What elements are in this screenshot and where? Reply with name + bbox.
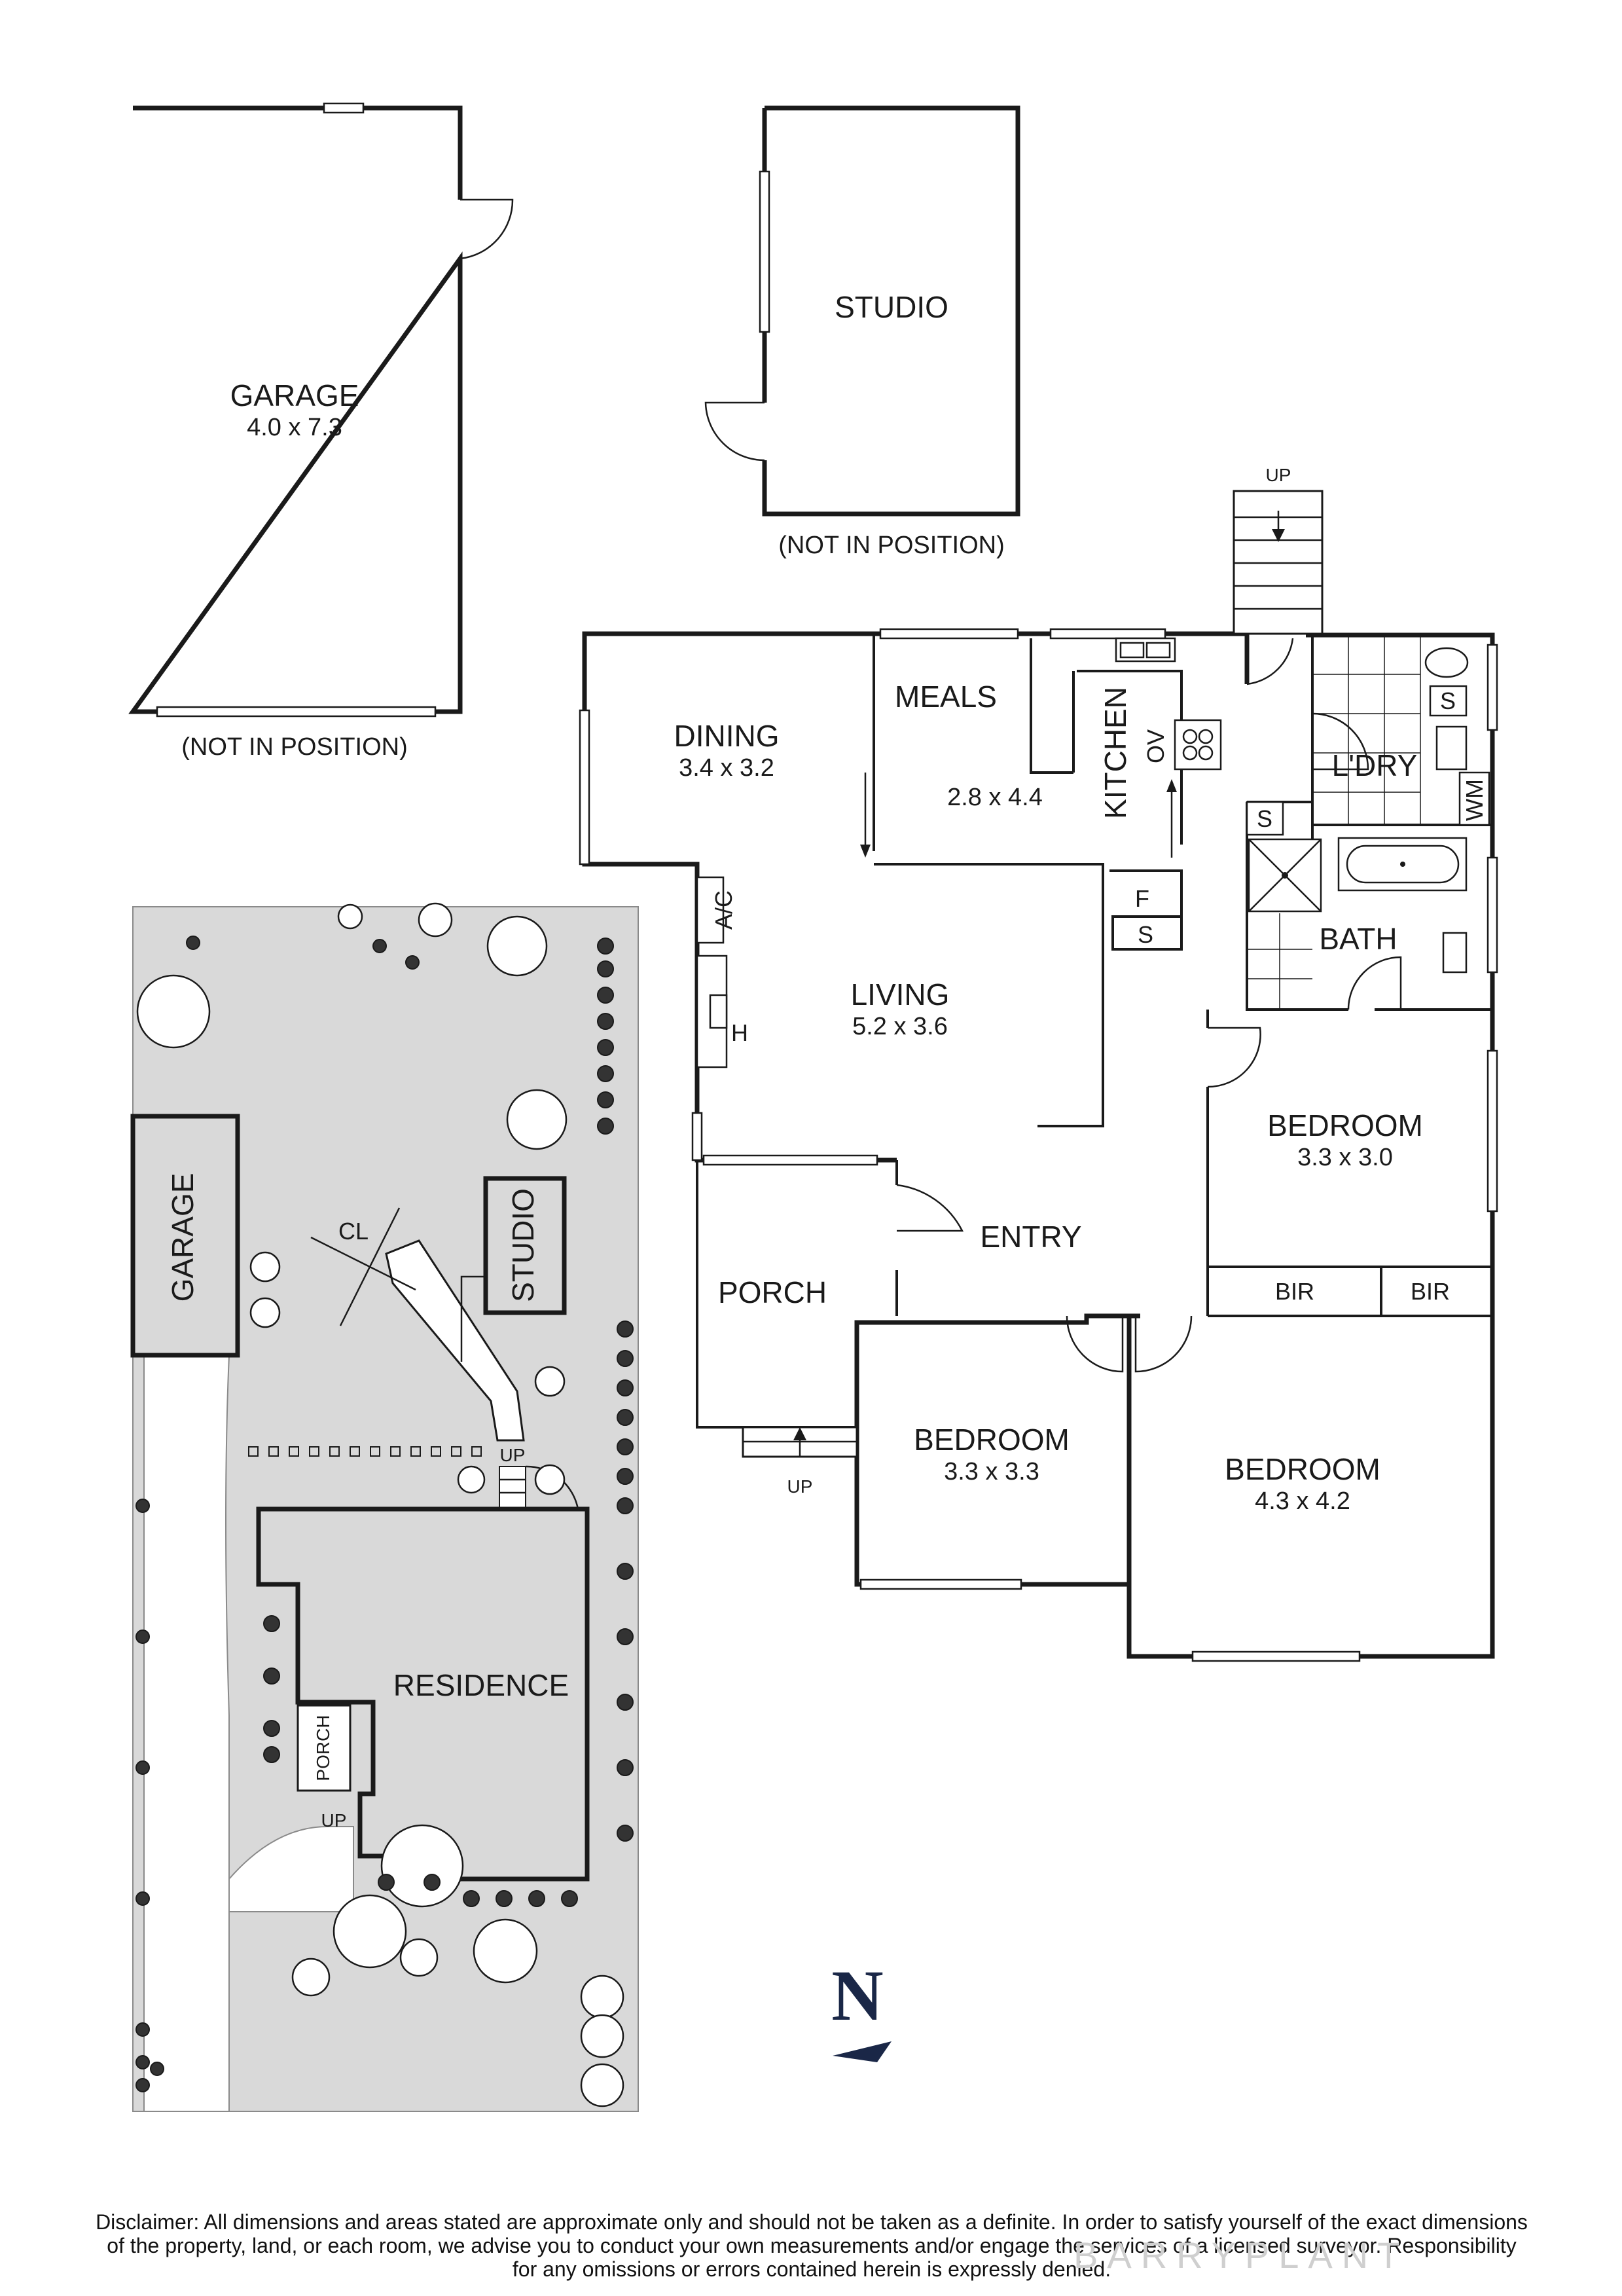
wall-fridge-pantry: [1109, 869, 1183, 951]
bath-storage: [1246, 801, 1284, 836]
vanity-basin: [1442, 932, 1468, 974]
porch-label: PORCH: [718, 1275, 827, 1309]
door-bath: [1347, 956, 1402, 1010]
door-entry: [896, 1184, 964, 1232]
garage-dims: 4.0 x 7.3: [247, 414, 342, 441]
porch-stairs: UP: [742, 1426, 858, 1497]
laundry-label: L'DRY: [1332, 748, 1418, 782]
bedroom2-label: BEDROOM: [914, 1423, 1070, 1457]
site-residence-label: RESIDENCE: [393, 1668, 569, 1702]
main-floor-plan: UP UP A/C H OV F S: [579, 465, 1498, 1662]
disclaimer: Disclaimer: All dimensions and areas sta…: [72, 2210, 1551, 2281]
window-porch: [702, 1154, 878, 1166]
bir2-label: BIR: [1411, 1278, 1450, 1305]
bedroom1-label: BEDROOM: [1267, 1108, 1423, 1142]
site-porch-label: PORCH: [313, 1715, 333, 1781]
kitchen-sink: [1115, 637, 1176, 663]
disclaimer-line-3: for any omissions or errors contained he…: [512, 2257, 1111, 2281]
site-plan: GARAGE STUDIO CL UP RESIDENCE PORCH UP: [130, 902, 639, 2112]
wall-kitchen-bench: [1030, 638, 1183, 845]
window-dining: [579, 709, 590, 866]
window-meals: [879, 628, 1019, 640]
living-dims: 5.2 x 3.6: [852, 1013, 948, 1040]
door-laundry-internal: [1312, 712, 1369, 771]
site-rear-stairs-label: UP: [500, 1445, 526, 1465]
entry-label: ENTRY: [980, 1220, 1081, 1254]
washing-machine: [1458, 771, 1490, 826]
garage-title: GARAGE: [230, 378, 359, 412]
bathtub-icon: [1337, 837, 1468, 892]
window-bedroom1: [1487, 1049, 1498, 1212]
oven-label: OV: [1142, 729, 1169, 763]
bir1-label: BIR: [1275, 1278, 1314, 1305]
dining-dims: 3.4 x 3.2: [679, 754, 774, 782]
watermark-logo: BARRYPLANT: [1073, 2234, 1409, 2276]
site-trees: [136, 902, 624, 2107]
kitchen-cooktop: [1174, 719, 1222, 771]
outer-wall-east: [1126, 1010, 1495, 1659]
heater-label: H: [731, 1019, 748, 1046]
toilet-icon: [1424, 647, 1469, 678]
garage-not-in-position: (NOT IN POSITION): [181, 733, 408, 761]
bedroom3-dims: 4.3 x 4.2: [1255, 1487, 1350, 1515]
bedroom3-label: BEDROOM: [1225, 1452, 1380, 1486]
dining-label: DINING: [674, 719, 780, 753]
fridge-label: F: [1135, 885, 1149, 912]
detached-studio: STUDIO: [704, 105, 1020, 517]
bedroom2-dims: 3.3 x 3.3: [944, 1458, 1039, 1485]
site-garage-label: GARAGE: [166, 1173, 200, 1302]
wall-bedroom1: [1206, 1010, 1492, 1317]
window-laundry: [1487, 644, 1498, 731]
studio-not-in-position: (NOT IN POSITION): [778, 532, 1005, 559]
window-living: [691, 1112, 703, 1161]
door-laundry: [1246, 638, 1294, 685]
site-fence: [248, 1446, 482, 1457]
studio-title: STUDIO: [835, 290, 948, 324]
window-bedroom3: [1191, 1650, 1361, 1662]
meals-dims: 2.8 x 4.4: [947, 784, 1043, 811]
north-label: N: [831, 1956, 883, 2035]
bath-tiles: [1247, 913, 1312, 1010]
laundry-tub: [1435, 725, 1468, 771]
bedroom1-dims: 3.3 x 3.0: [1297, 1144, 1393, 1171]
bath-storage-label: S: [1257, 805, 1272, 832]
door-bedroom3: [1134, 1315, 1193, 1373]
porch-stairs-label: UP: [787, 1476, 813, 1497]
laundry-storage-label: S: [1440, 687, 1456, 714]
window-bath: [1487, 856, 1498, 974]
kitchen-label: KITCHEN: [1098, 687, 1132, 819]
detached-garage: GARAGE 4.0 x 7.3: [128, 102, 514, 718]
laundry-storage: [1429, 685, 1468, 717]
ac-unit: [696, 876, 725, 944]
door-bedroom2: [1066, 1315, 1124, 1373]
living-label: LIVING: [851, 977, 950, 1011]
wall-meals-living: [874, 863, 1104, 1127]
bath-label: BATH: [1319, 922, 1397, 956]
disclaimer-line-2: of the property, land, or each room, we …: [107, 2234, 1517, 2257]
ac-label: A/C: [710, 890, 737, 930]
shower-icon: [1248, 838, 1322, 913]
meals-label: MEALS: [895, 680, 997, 714]
heater-inner: [709, 994, 728, 1029]
rear-stairs-label: UP: [1266, 465, 1291, 485]
north-arrow-icon: [833, 2041, 892, 2062]
window-bedroom2: [859, 1578, 1022, 1590]
window-kitchen: [1049, 628, 1166, 640]
site-studio-label: STUDIO: [506, 1188, 540, 1302]
site-clothesline-label: CL: [338, 1218, 369, 1245]
disclaimer-line-1: Disclaimer: All dimensions and areas sta…: [96, 2210, 1528, 2234]
rear-stairs: UP: [1233, 465, 1324, 635]
site-porch-stairs-label: UP: [321, 1810, 347, 1831]
site-shrubs: [135, 936, 634, 2092]
laundry-tiles: [1312, 635, 1421, 825]
north-indicator: N: [831, 1956, 892, 2062]
washing-machine-label: WM: [1461, 779, 1488, 821]
kitchen-storage-label: S: [1138, 921, 1153, 948]
door-bedroom1: [1207, 1027, 1261, 1088]
